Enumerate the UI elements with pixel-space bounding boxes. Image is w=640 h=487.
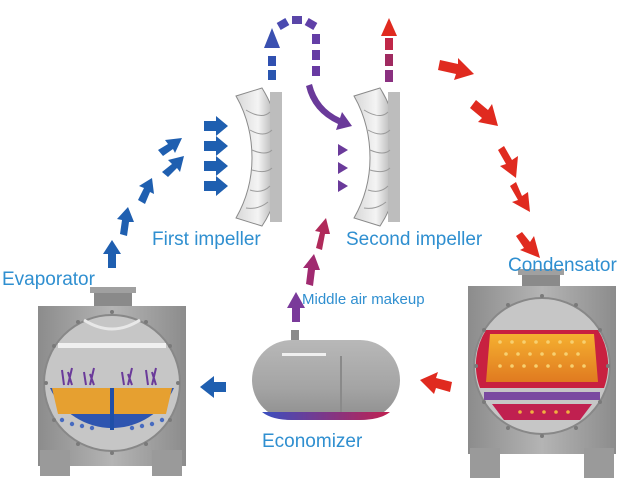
condensator-label: Condensator	[508, 255, 617, 276]
flow-arrow-icon	[103, 116, 228, 398]
economizer-tank-icon	[252, 330, 400, 420]
flow-arrow-icon	[264, 16, 352, 192]
first-impeller-label: First impeller	[152, 229, 261, 250]
evaporator-vessel-icon	[38, 287, 186, 476]
economizer-label: Economizer	[262, 431, 363, 452]
evaporator-label: Evaporator	[2, 269, 95, 290]
middle-air-makeup-label: Middle air makeup	[302, 291, 425, 308]
condensator-vessel-icon	[468, 269, 616, 478]
impeller-icon	[235, 87, 282, 227]
impeller-icon	[353, 87, 400, 227]
flow-arrow-icon	[420, 58, 540, 394]
flow-arrow-icon	[381, 18, 397, 82]
second-impeller-label: Second impeller	[346, 229, 483, 250]
flow-arrow-icon	[287, 218, 330, 322]
